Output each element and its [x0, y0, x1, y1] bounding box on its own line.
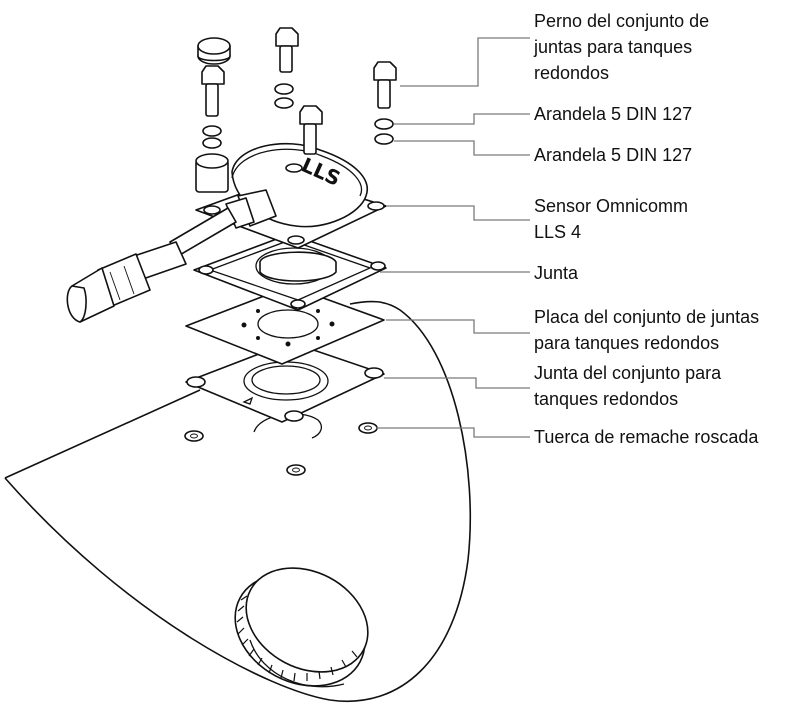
gasket-label: Junta — [534, 263, 579, 283]
leader-lines — [376, 37, 530, 438]
round-gasket-label-line-2: tanques redondos — [534, 389, 679, 409]
tank-outline — [4, 300, 472, 702]
bolt-label-line-3: redondos — [534, 63, 610, 83]
round-gasket-label-line-1: Junta del conjunto para — [534, 363, 722, 383]
washer-label-1: Arandela 5 DIN 127 — [534, 104, 693, 124]
lls4-sensor: LLS — [66, 142, 387, 323]
sensor-label-line-2: LLS 4 — [534, 222, 582, 242]
sensor-label: Sensor Omnicomm LLS 4 — [534, 193, 688, 245]
plate-label-line-2: para tanques redondos — [534, 333, 720, 353]
bolt-label-line-1: Perno del conjunto de — [534, 11, 710, 31]
bolt-label: Perno del conjunto de juntas para tanque… — [534, 8, 709, 86]
bolts-and-washers — [195, 27, 397, 193]
plate-label-line-1: Placa del conjunto de juntas — [534, 307, 760, 327]
round-gasket-label: Junta del conjunto para tanques redondos — [534, 360, 721, 412]
bolt-label-line-2: juntas para tanques — [534, 37, 693, 57]
rivet-nut-label: Tuerca de remache roscada — [534, 427, 759, 447]
washer-label-2: Arandela 5 DIN 127 — [534, 145, 693, 165]
tank-filler-cap — [234, 567, 369, 688]
sensor-label-line-1: Sensor Omnicomm — [534, 196, 689, 216]
rivet-nuts — [184, 422, 378, 476]
plate-label: Placa del conjunto de juntas para tanque… — [534, 304, 759, 356]
tank-opening — [253, 413, 323, 439]
round-tank-plate — [185, 285, 385, 365]
